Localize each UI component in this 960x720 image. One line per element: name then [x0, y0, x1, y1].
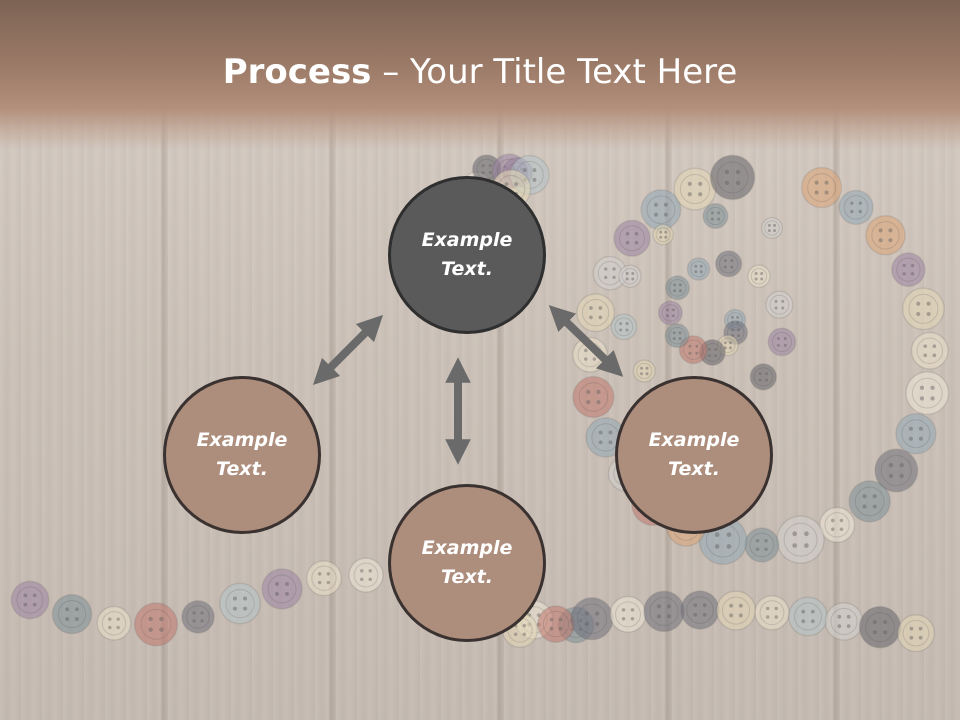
sewing-button: [96, 605, 132, 641]
sewing-button: [133, 602, 179, 647]
sewing-button: [305, 560, 343, 597]
sewing-button: [664, 323, 690, 349]
sewing-button: [609, 595, 647, 633]
sewing-button: [767, 327, 797, 357]
sewing-button: [618, 264, 642, 289]
sewing-button: [754, 594, 790, 631]
sewing-button: [800, 166, 843, 209]
sewing-button: [702, 202, 729, 230]
sewing-button: [760, 216, 784, 240]
sewing-button: [261, 568, 303, 610]
sewing-button: [901, 287, 945, 331]
arrow-top-right: [548, 305, 624, 377]
sewing-button: [613, 219, 651, 257]
sewing-button: [680, 590, 720, 630]
sewing-button: [865, 214, 906, 256]
sewing-button: [749, 363, 778, 391]
node-bottom-line2: Text.: [441, 566, 493, 588]
sewing-button: [678, 335, 708, 365]
sewing-button: [890, 252, 926, 288]
sewing-button: [664, 275, 691, 301]
sewing-button: [747, 264, 771, 289]
sewing-button: [714, 250, 743, 278]
node-right-line1: Example: [648, 429, 740, 451]
sewing-button: [874, 448, 919, 493]
sewing-button: [10, 580, 50, 620]
sewing-button: [181, 599, 215, 634]
node-left-line2: Text.: [216, 458, 268, 480]
sewing-button: [219, 582, 261, 625]
node-right-line2: Text.: [668, 458, 720, 480]
sewing-button: [910, 331, 949, 370]
node-left-line1: Example: [196, 429, 288, 451]
sewing-button: [848, 480, 891, 523]
arrow-top-left: [312, 314, 384, 386]
sewing-button: [765, 290, 794, 319]
sewing-button: [537, 605, 575, 643]
node-bottom-line1: Example: [421, 537, 513, 559]
sewing-button: [838, 189, 874, 226]
sewing-button: [686, 257, 711, 281]
sewing-button: [657, 300, 683, 326]
node-top-line2: Text.: [441, 258, 493, 280]
sewing-button: [643, 590, 685, 633]
sewing-button: [776, 515, 825, 564]
title-band: [0, 0, 960, 150]
title-rest: – Your Title Text Here: [371, 52, 738, 92]
sewing-button: [709, 154, 756, 201]
sewing-button: [744, 527, 780, 563]
sewing-button: [51, 593, 93, 635]
sewing-button: [896, 614, 936, 653]
sewing-button: [905, 371, 950, 416]
slide-title[interactable]: Process – Your Title Text Here: [0, 52, 960, 92]
sewing-button: [818, 506, 856, 544]
node-top-line1: Example: [421, 229, 513, 251]
sewing-button: [652, 223, 674, 246]
sewing-button: [858, 605, 902, 649]
title-bold: Process: [222, 52, 372, 92]
sewing-button: [895, 413, 937, 455]
sewing-button: [348, 557, 384, 593]
sewing-button: [632, 359, 656, 383]
